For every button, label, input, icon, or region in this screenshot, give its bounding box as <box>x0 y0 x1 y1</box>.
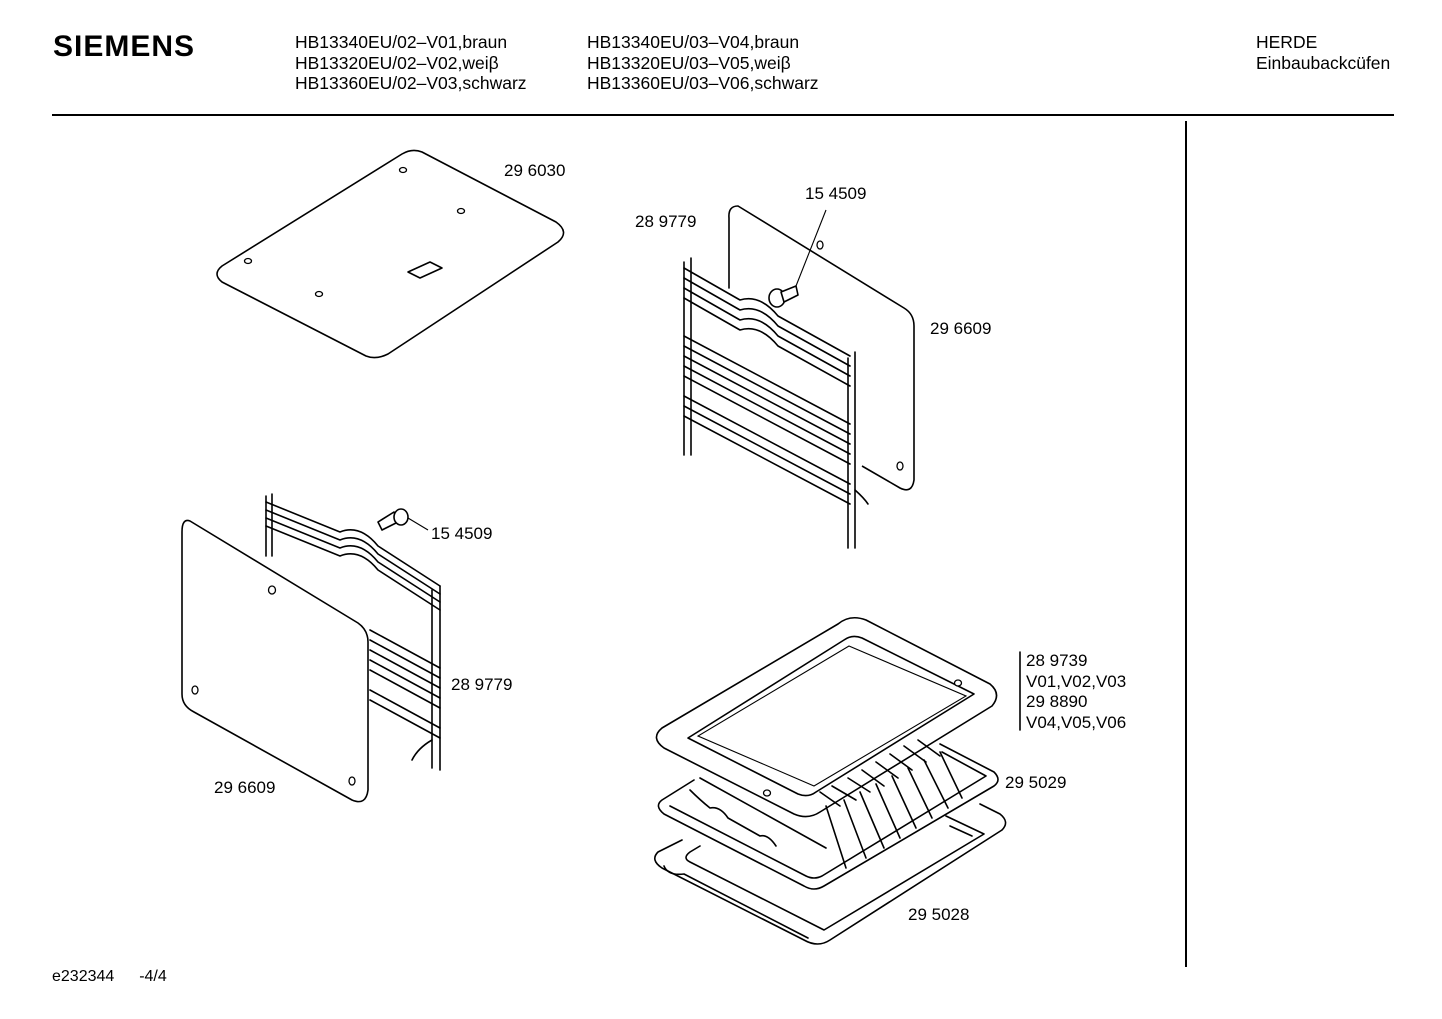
label-tray-b-variants: V04,V05,V06 <box>1026 713 1127 732</box>
rail-left-part <box>265 493 441 771</box>
label-grid-rack: 29 5029 <box>1005 773 1067 792</box>
label-rail-left: 28 9779 <box>451 675 513 694</box>
brand-logo: SIEMENS <box>53 30 196 63</box>
model-item: HB13320EU/03–V05,weiβ <box>587 52 791 73</box>
header-divider <box>52 114 1394 116</box>
top-plate-part <box>216 149 565 359</box>
model-item: HB13340EU/03–V04,braun <box>587 32 800 52</box>
category-subtitle: Einbaubackcüfen <box>1256 52 1391 73</box>
label-tray-b: 29 8890 <box>1026 692 1088 711</box>
label-screw-right: 15 4509 <box>805 184 867 203</box>
model-list-2: HB13340EU/03–V04,braun HB13320EU/03–V05,… <box>587 32 819 94</box>
rail-right-part <box>683 257 869 549</box>
label-side-panel-right: 29 6609 <box>930 319 992 338</box>
model-item: HB13360EU/02–V03,schwarz <box>295 73 527 93</box>
side-panel-right-part <box>728 205 915 491</box>
category-block: HERDE Einbaubackcüfen <box>1256 32 1390 73</box>
category-title: HERDE <box>1256 32 1318 52</box>
label-rail-right: 28 9779 <box>635 212 697 231</box>
label-screw-left: 15 4509 <box>431 524 493 543</box>
footer-doc: e232344 -4/4 <box>52 968 167 986</box>
label-baking-sheet: 29 5028 <box>908 905 970 924</box>
label-top-plate: 29 6030 <box>504 161 566 180</box>
screw-left-part <box>377 508 429 531</box>
model-item: HB13340EU/02–V01,braun <box>295 32 508 52</box>
model-list-1: HB13340EU/02–V01,braun HB13320EU/02–V02,… <box>295 32 527 94</box>
doc-id: e232344 <box>52 968 115 985</box>
label-tray-a-variants: V01,V02,V03 <box>1026 672 1127 691</box>
label-tray-a: 28 9739 <box>1026 651 1088 670</box>
page-number: -4/4 <box>139 968 167 985</box>
baking-tray-part <box>655 616 998 818</box>
label-side-panel-left: 29 6609 <box>214 778 276 797</box>
model-item: HB13320EU/02–V02,weiβ <box>295 52 499 73</box>
side-panel-left-part <box>181 519 369 803</box>
sidebar-divider <box>1185 121 1187 967</box>
baking-sheet-part <box>654 803 1007 945</box>
screw-right-part <box>768 209 827 308</box>
model-item: HB13360EU/03–V06,schwarz <box>587 73 819 93</box>
grid-rack-part <box>657 739 999 890</box>
